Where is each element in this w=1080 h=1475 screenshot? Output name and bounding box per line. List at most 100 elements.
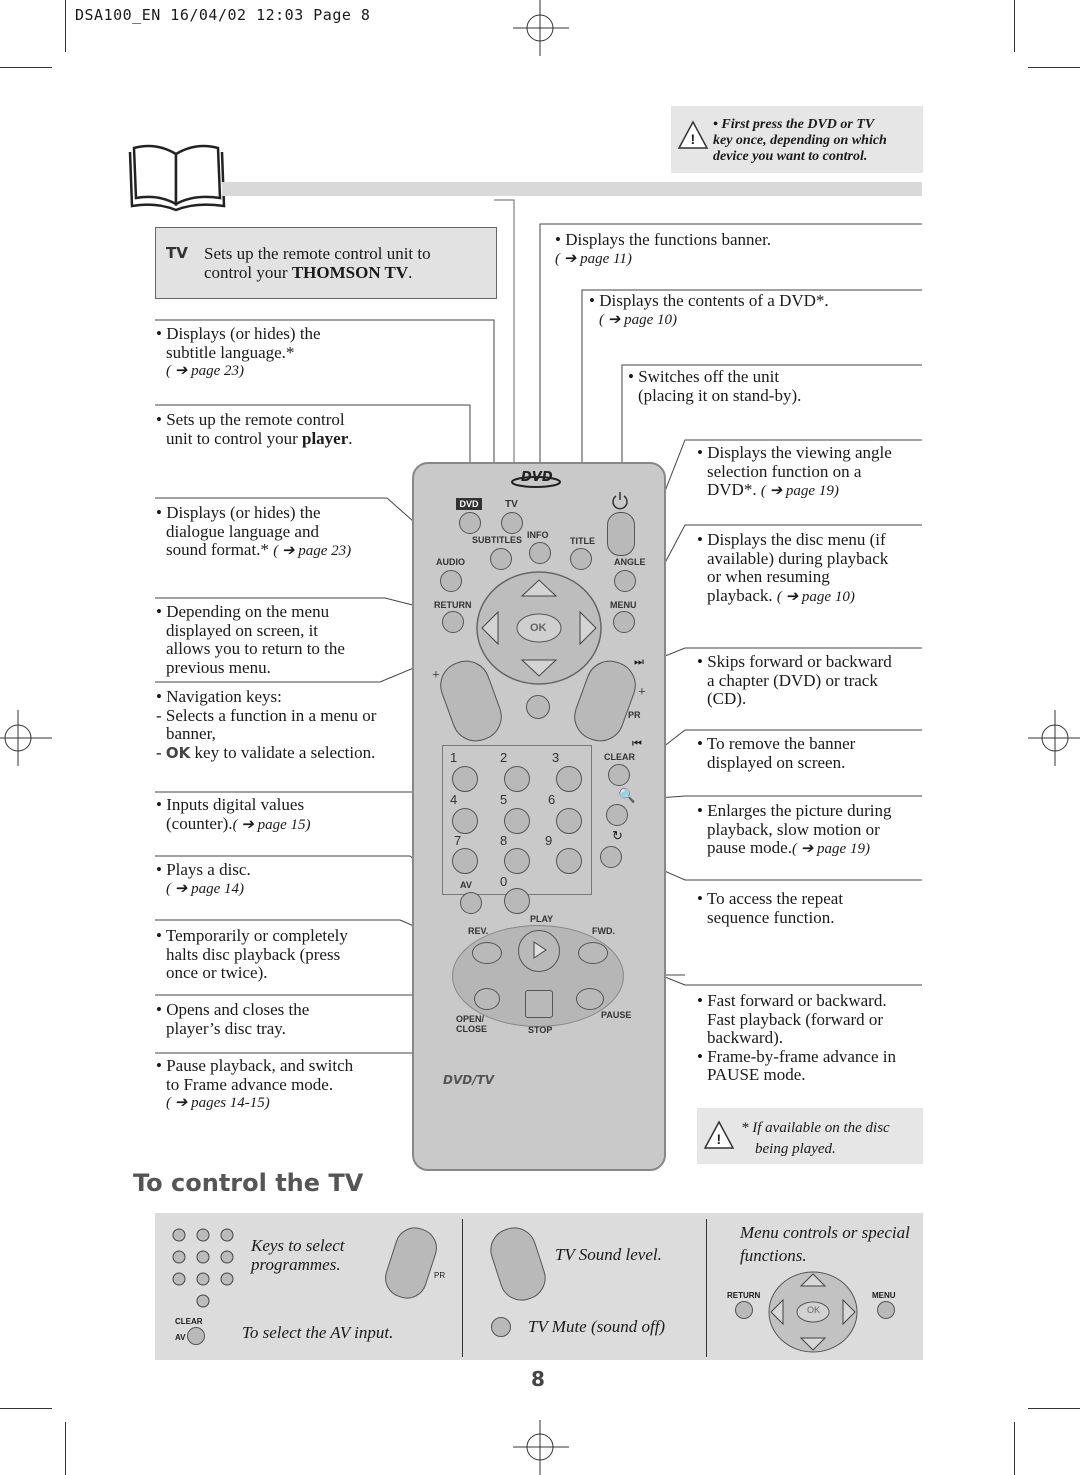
page-ref: ( ➔ page 11): [555, 250, 632, 267]
standby-button[interactable]: [607, 512, 635, 556]
desc-line: • Displays the viewing angle: [697, 443, 892, 462]
dvd-button[interactable]: [459, 512, 481, 534]
stop-button[interactable]: [525, 990, 553, 1018]
desc-line: dialogue language and: [166, 521, 319, 541]
desc-line: to Frame advance mode.: [166, 1074, 334, 1094]
desc-line: banner,: [166, 724, 216, 743]
desc-line: halts disc playback (press: [166, 944, 341, 964]
desc-line: • Temporarily or completely: [156, 926, 348, 945]
digit-label: 7: [454, 833, 462, 848]
desc-line: • Frame-by-frame advance in: [697, 1046, 896, 1066]
note-line: device you want to control.: [713, 149, 868, 164]
clear-label-mini: CLEAR: [175, 1317, 203, 1326]
ok-button: [516, 613, 562, 643]
info-button[interactable]: [529, 542, 551, 564]
av-label-mini: AV: [175, 1333, 186, 1342]
desc-line: playback, slow motion or: [707, 819, 880, 839]
return-label: RETURN: [434, 600, 472, 610]
navigation-pad[interactable]: [474, 570, 604, 688]
zoom-button[interactable]: [606, 804, 628, 826]
desc-line: displayed on screen.: [707, 752, 846, 772]
registration-mark: [0, 710, 52, 766]
clear-button[interactable]: [608, 764, 630, 786]
rev-button[interactable]: [472, 942, 502, 964]
desc-repeat: • To access the repeat sequence function…: [697, 889, 843, 927]
title-label: TITLE: [570, 536, 595, 546]
tv-button[interactable]: [501, 512, 523, 534]
digit-2-button[interactable]: [504, 766, 530, 792]
header-rule: [222, 182, 922, 196]
dvd-logo-text: DVD: [521, 470, 553, 485]
digit-7-button[interactable]: [452, 848, 478, 874]
tv-key-label: TV: [166, 244, 188, 262]
angle-button[interactable]: [614, 570, 636, 592]
desc-zoom: • Enlarges the picture during playback, …: [697, 801, 891, 859]
mute-button-mini: [491, 1317, 511, 1337]
menu-button[interactable]: [613, 611, 635, 633]
dvd-key-label: DVD: [456, 498, 482, 510]
punct: .: [408, 263, 413, 282]
digit-3-button[interactable]: [556, 766, 582, 792]
av-button[interactable]: [460, 892, 482, 914]
crop-mark: [65, 1422, 66, 1475]
page-number: 8: [531, 1367, 545, 1391]
repeat-button[interactable]: [600, 846, 622, 868]
digit-6-button[interactable]: [556, 808, 582, 834]
up-arrow-icon: [520, 579, 558, 597]
digit-9-button[interactable]: [556, 848, 582, 874]
desc-line: • Displays the contents of a DVD*.: [589, 291, 829, 310]
mute-button[interactable]: [526, 695, 550, 719]
return-button[interactable]: [442, 611, 464, 633]
desc-line: (placing it on stand-by).: [638, 385, 802, 405]
digit-label: 4: [450, 792, 458, 807]
crop-mark: [65, 0, 66, 52]
digit-0-button[interactable]: [504, 888, 530, 914]
open-close-button[interactable]: [474, 988, 500, 1010]
play-label: PLAY: [530, 914, 554, 924]
digit-8-button[interactable]: [504, 848, 530, 874]
desc-line: • Opens and closes the: [156, 1000, 310, 1019]
remote-brand-label: DVD/TV: [443, 1073, 495, 1087]
return-label-mini: RETURN: [727, 1291, 761, 1300]
desc-ffwd: • Fast forward or backward. Fast playbac…: [697, 991, 896, 1085]
subtitles-button[interactable]: [490, 548, 512, 570]
desc-clear: • To remove the banner displayed on scre…: [697, 734, 855, 772]
print-header: DSA100_EN 16/04/02 12:03 Page 8: [75, 6, 371, 24]
desc-skip: • Skips forward or backward a chapter (D…: [697, 652, 892, 709]
desc-menu: • Displays the disc menu (if available) …: [697, 530, 888, 606]
av-button-mini: [187, 1327, 205, 1345]
digit-5-button[interactable]: [504, 808, 530, 834]
digit-4-button[interactable]: [452, 808, 478, 834]
desc-line: Fast playback (forward or: [707, 1009, 884, 1029]
pause-button[interactable]: [576, 988, 604, 1010]
page-ref: ( ➔ page 19): [760, 483, 839, 499]
open-close-label: OPEN/ CLOSE: [456, 1014, 488, 1034]
crop-mark: [1014, 0, 1015, 52]
desc-line: or when resuming: [707, 567, 830, 586]
angle-label: ANGLE: [614, 557, 646, 567]
desc-line: previous menu.: [166, 657, 271, 677]
desc-line: • Navigation keys:: [156, 687, 282, 706]
digit-label: 5: [500, 792, 508, 807]
desc-line: playback.: [707, 585, 777, 605]
desc-line: once or twice).: [166, 963, 268, 982]
desc-line: PAUSE mode.: [707, 1065, 806, 1084]
audio-button[interactable]: [440, 570, 462, 592]
mute-text: TV Mute (sound off): [528, 1317, 666, 1336]
divider: [462, 1219, 463, 1357]
desc-line: - Selects a function in a menu or: [156, 705, 377, 725]
title-button[interactable]: [570, 548, 592, 570]
digit-1-button[interactable]: [452, 766, 478, 792]
desc-play: • Plays a disc. ( ➔ page 14): [156, 860, 251, 898]
return-button-mini: [735, 1301, 753, 1319]
desc-line: selection function on a: [707, 461, 862, 481]
menu-button-mini: [877, 1301, 895, 1319]
page-ref: ( ➔ page 14): [166, 880, 244, 897]
desc-digits: • Inputs digital values (counter).( ➔ pa…: [156, 795, 311, 834]
desc-line: pause mode.: [707, 838, 792, 857]
fwd-button[interactable]: [578, 942, 608, 964]
desc-line: • Skips forward or backward: [697, 652, 892, 671]
desc-line: • Displays the disc menu (if: [697, 530, 886, 549]
digit-label: 1: [450, 750, 458, 765]
tv-key-box: TV Sets up the remote control unit to co…: [155, 227, 497, 299]
